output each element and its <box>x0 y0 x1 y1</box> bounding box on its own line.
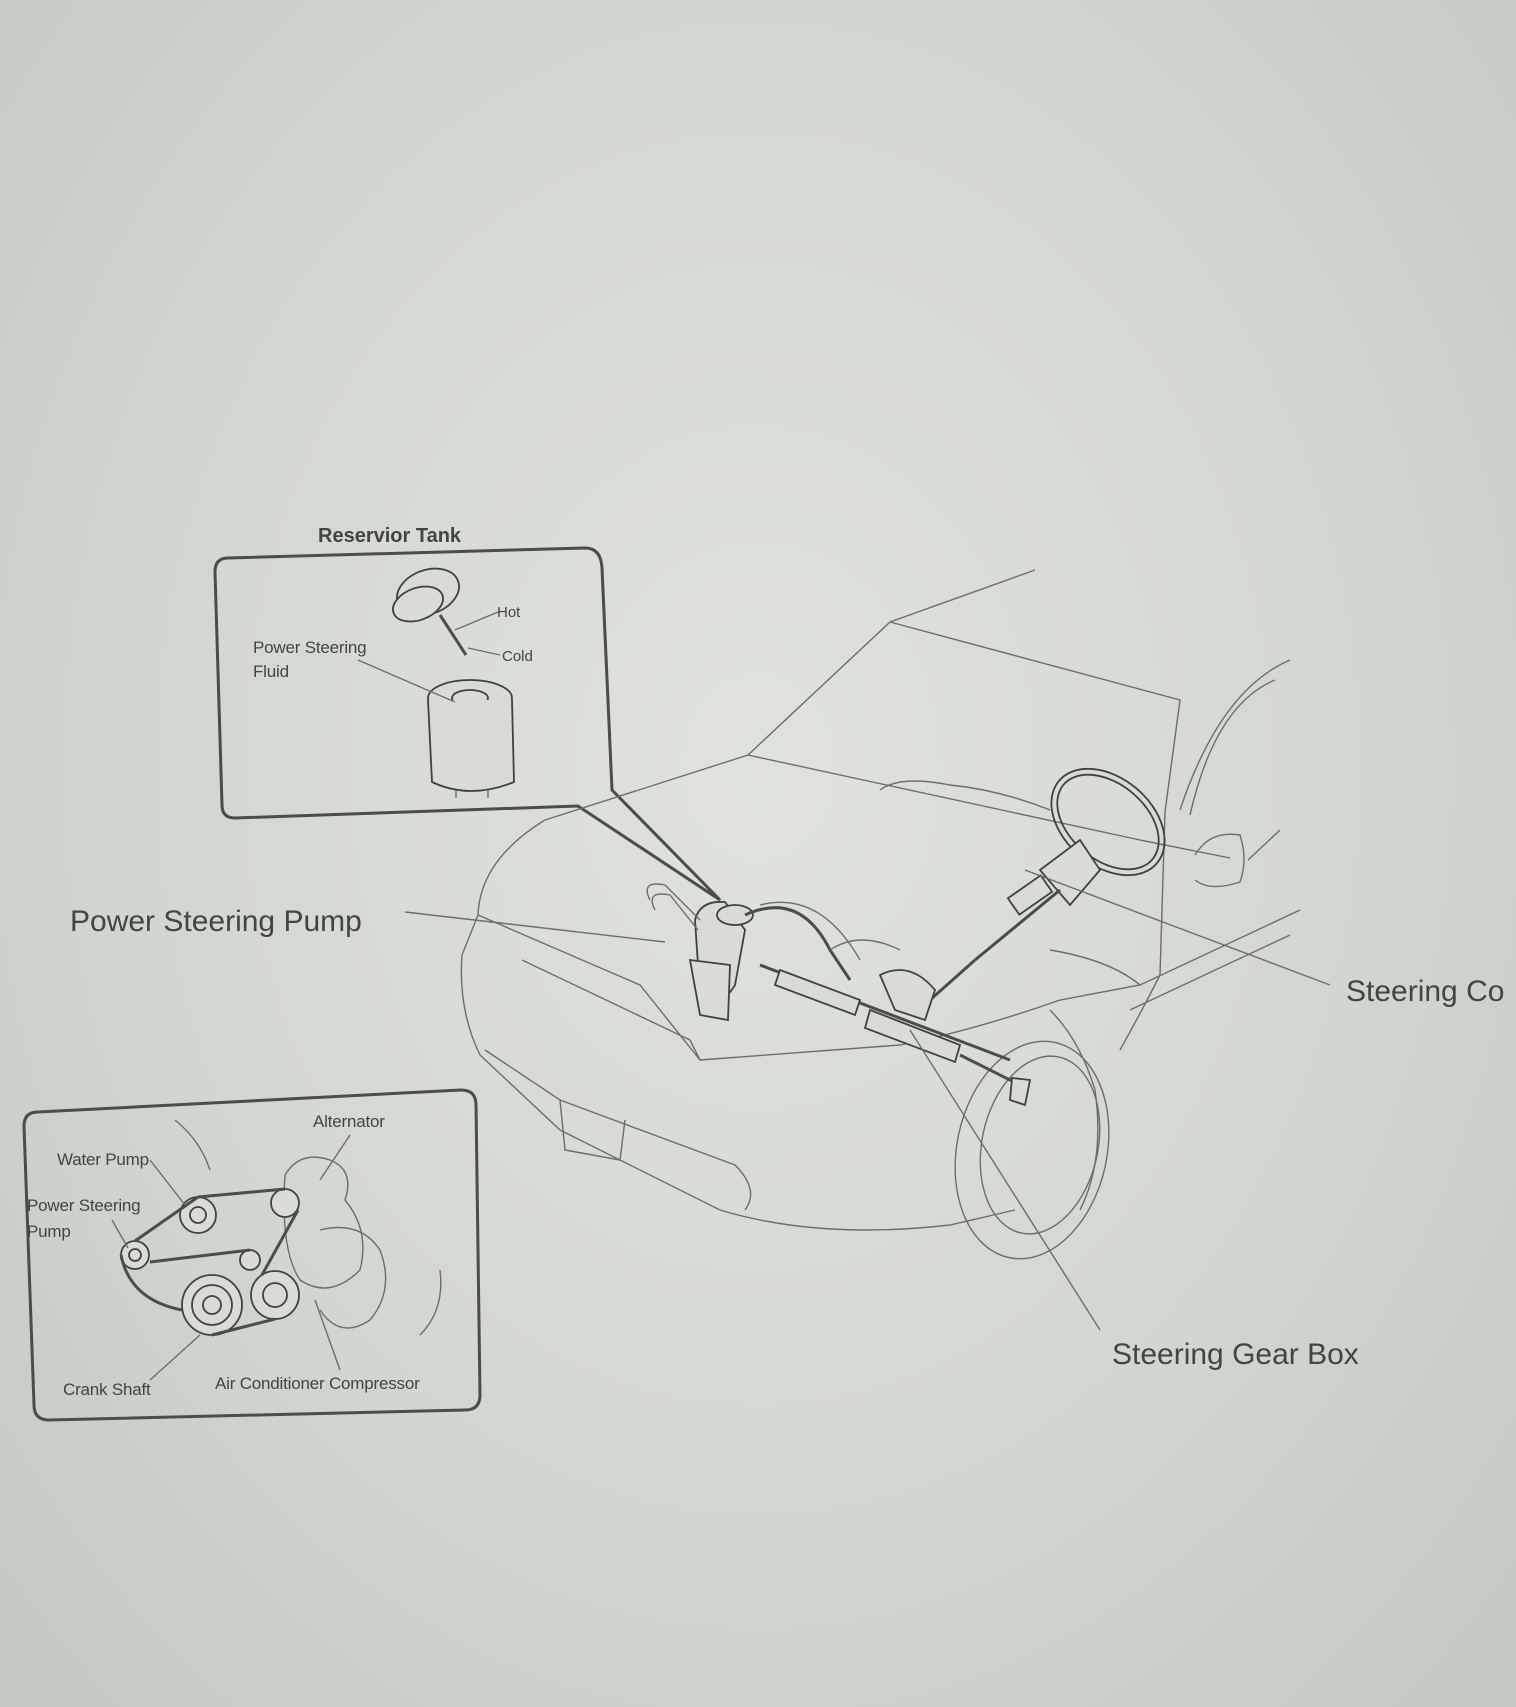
power-steering-pump-label: Power Steering Pump <box>70 905 362 938</box>
reservoir-tank-drawing <box>357 659 515 798</box>
hot-label: Hot <box>497 604 521 621</box>
steering-gear-box-label: Steering Gear Box <box>1112 1338 1359 1371</box>
power-steering-system-drawing <box>646 883 1032 1107</box>
car-outline <box>460 569 1301 1260</box>
leader-lines <box>404 869 1331 1331</box>
ps-pump-label-line2: Pump <box>27 1222 71 1241</box>
fluid-label-line2: Fluid <box>253 662 289 681</box>
reservoir-inset-box <box>213 546 722 902</box>
ac-compressor-label: Air Conditioner Compressor <box>215 1374 420 1393</box>
belt-drive-drawing <box>111 1119 442 1381</box>
ps-pump-label-line1: Power Steering <box>27 1196 141 1215</box>
reservoir-cap-drawing <box>392 567 501 656</box>
alternator-label: Alternator <box>313 1112 385 1131</box>
steering-wheel-drawing <box>929 767 1166 1002</box>
belt-drive-inset-box <box>22 1088 482 1422</box>
cold-label: Cold <box>502 648 533 665</box>
reservoir-tank-label: Reservior Tank <box>318 525 462 547</box>
steering-column-label: Steering Co <box>1346 975 1505 1008</box>
crank-shaft-label: Crank Shaft <box>63 1380 151 1399</box>
water-pump-label: Water Pump <box>57 1150 149 1169</box>
fluid-label-line1: Power Steering <box>253 638 367 657</box>
